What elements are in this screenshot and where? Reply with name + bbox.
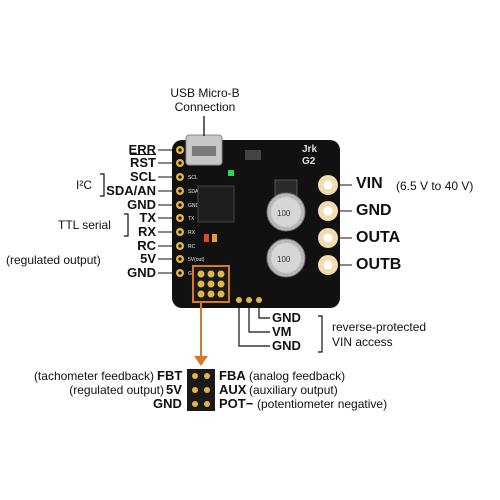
pin-scl: SCL xyxy=(130,169,156,184)
vin-range-note: (6.5 V to 40 V) xyxy=(396,179,474,193)
pin-rx: RX xyxy=(137,224,156,239)
status-led-green xyxy=(228,170,234,176)
i2c-group-label: I²C xyxy=(76,178,92,192)
svg-text:RC: RC xyxy=(188,244,196,250)
terminal-vin: VIN xyxy=(356,175,383,192)
pin-gnd-1: GND xyxy=(127,197,156,212)
microcontroller-chip xyxy=(197,185,235,223)
detail-pin-fba: FBA xyxy=(219,368,246,383)
pin-tx: TX xyxy=(139,210,156,225)
detail-pin-fbt: FBT xyxy=(157,368,183,383)
terminal-outa: OUTA xyxy=(356,229,401,246)
vin-access-bracket xyxy=(318,315,323,353)
pin-5v: 5V xyxy=(140,251,156,266)
pin-rc: RC xyxy=(137,238,156,253)
detail-5v-note: (regulated output) xyxy=(69,383,164,397)
svg-text:SCL: SCL xyxy=(188,175,198,181)
ttl-bracket xyxy=(124,213,129,237)
terminal-gnd: GND xyxy=(356,202,392,219)
svg-text:GND: GND xyxy=(188,203,200,209)
capacitor-1-label: 100 xyxy=(277,209,291,218)
usb-title: USB Micro-B Connection xyxy=(170,86,240,114)
pin-err: ERR xyxy=(128,142,156,157)
pin-sda: SDA/AN xyxy=(106,183,156,198)
svg-text:SDA: SDA xyxy=(188,189,199,195)
pot-note: (potentiometer negative) xyxy=(257,397,388,411)
capacitor-2-label: 100 xyxy=(277,255,291,264)
terminal-outb: OUTB xyxy=(356,256,402,273)
detail-pin-gnd: GND xyxy=(153,396,182,411)
svg-text:TX: TX xyxy=(188,216,195,222)
left-pin-header xyxy=(176,146,184,277)
board-brand: Jrk xyxy=(302,144,318,155)
bottom-pin-vm: VM xyxy=(272,324,292,339)
bottom-header-3x3 xyxy=(192,265,230,303)
fbt-note: (tachometer feedback) xyxy=(33,369,154,383)
capacitor-1 xyxy=(266,192,306,232)
detail-header xyxy=(187,369,215,411)
power-terminals xyxy=(318,175,338,275)
detail-pin-5v: 5V xyxy=(166,382,182,397)
ttl-group-label: TTL serial xyxy=(58,218,111,232)
fba-note: (analog feedback) xyxy=(249,369,346,383)
bottom-pin-gnd-2: GND xyxy=(272,338,301,353)
svg-text:RX: RX xyxy=(188,230,196,236)
regulated-output-note: (regulated output) xyxy=(6,253,101,267)
vin-access-note-2: VIN access xyxy=(332,335,393,349)
svg-text:5V(out): 5V(out) xyxy=(188,257,205,263)
zoom-arrow-head xyxy=(194,356,208,366)
vin-access-note-1: reverse-protected xyxy=(332,320,427,334)
capacitor-2 xyxy=(266,238,306,278)
aux-note: (auxiliary output) xyxy=(249,383,338,397)
detail-pin-aux: AUX xyxy=(219,382,247,397)
bottom-pin-gnd-1: GND xyxy=(272,310,301,325)
board-model: G2 xyxy=(302,156,316,167)
pin-gnd-2: GND xyxy=(127,265,156,280)
detail-pin-pot: POT− xyxy=(219,396,254,411)
i2c-bracket xyxy=(100,173,105,197)
pin-rst: RST xyxy=(130,155,156,170)
status-led-red xyxy=(204,234,209,242)
